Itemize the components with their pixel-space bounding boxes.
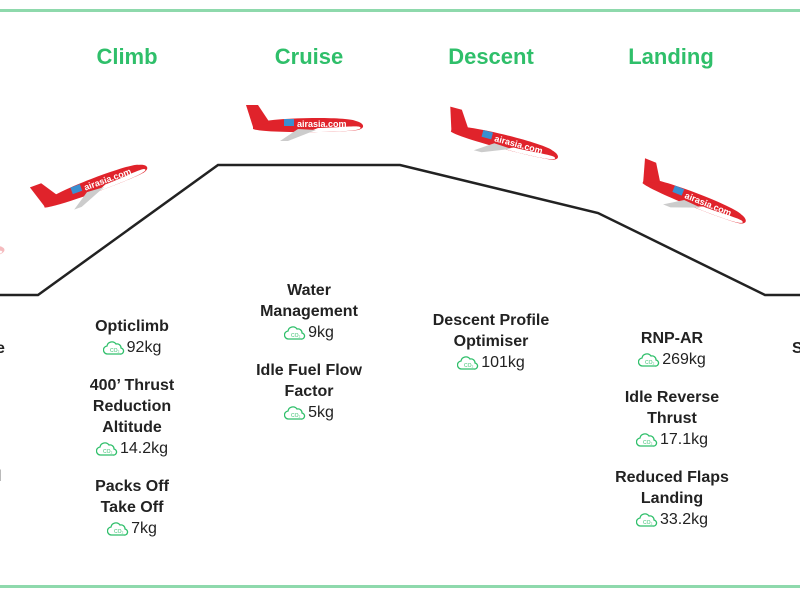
svg-text:CO₂: CO₂ <box>103 449 113 455</box>
plane-landing-icon: airasia.com <box>631 158 754 236</box>
initiative-item: RNP-AR CO₂ 269kg <box>577 328 767 373</box>
co2-cloud-icon: CO₂ <box>107 522 129 536</box>
svg-text:CO₂: CO₂ <box>643 440 653 446</box>
plane-partial-right-icon <box>794 214 800 271</box>
co2-value: 9kg <box>308 324 334 341</box>
plane-descent-icon: airasia.com <box>440 106 564 172</box>
co2-value: 33.2kg <box>659 511 709 528</box>
co2-cloud-icon: CO₂ <box>284 326 306 340</box>
initiative-label: Idle Reverse Thrust <box>624 389 720 427</box>
initiative-label: Water Management <box>260 282 358 320</box>
co2-value: 269kg <box>662 351 706 368</box>
plane-partial-left-icon <box>0 228 8 285</box>
co2-value: 101kg <box>481 354 525 371</box>
svg-text:CO₂: CO₂ <box>110 348 120 354</box>
initiative-label: Reduced Flaps Landing <box>615 469 729 507</box>
co2-cloud-icon: CO₂ <box>635 513 658 527</box>
svg-text:CO₂: CO₂ <box>114 529 124 535</box>
co2-cloud-icon: CO₂ <box>284 406 306 420</box>
initiative-label: Packs Off Take Off <box>95 478 169 516</box>
co2-cloud-icon: CO₂ <box>95 442 118 456</box>
svg-text:CO₂: CO₂ <box>464 363 474 369</box>
co2-value: 5kg <box>308 404 334 421</box>
flight-path-line <box>0 163 800 297</box>
svg-text:CO₂: CO₂ <box>643 520 653 526</box>
phase-title-cruise: Cruise <box>274 44 344 69</box>
plane-climb-icon: airasia.com <box>29 147 153 222</box>
co2-cloud-icon: CO₂ <box>638 353 660 367</box>
co2-cloud-icon: CO₂ <box>635 433 658 447</box>
plane-cruise-icon: airasia.com <box>246 105 364 141</box>
plane-livery-text: airasia.com <box>297 119 347 129</box>
co2-cloud-icon: CO₂ <box>102 341 124 355</box>
svg-text:CO₂: CO₂ <box>291 413 301 419</box>
co2-value: 92kg <box>126 339 162 356</box>
co2-value: 14.2kg <box>119 440 169 457</box>
initiative-label: Descent Profile Optimiser <box>432 312 550 350</box>
phase-title-descent: Descent <box>448 44 534 69</box>
initiative-label: RNP-AR <box>640 330 704 347</box>
phase-title-landing: Landing <box>628 44 714 69</box>
svg-text:CO₂: CO₂ <box>645 360 655 366</box>
partial-left-text-1: e <box>0 340 5 357</box>
co2-value: 7kg <box>131 520 157 537</box>
initiative-label: Idle Fuel Flow Factor <box>256 362 362 400</box>
phase-title-climb: Climb <box>96 44 158 69</box>
top-border <box>0 9 800 12</box>
co2-cloud-icon: CO₂ <box>457 356 479 370</box>
partial-left-text-2: l <box>0 468 1 486</box>
svg-text:CO₂: CO₂ <box>291 333 301 339</box>
initiative-label: 400’ Thrust Reduction Altitude <box>89 377 175 436</box>
bottom-border <box>0 585 800 588</box>
initiative-label: Opticlimb <box>95 318 169 335</box>
co2-value: 17.1kg <box>659 431 709 448</box>
partial-right-text-1: S <box>792 340 800 357</box>
